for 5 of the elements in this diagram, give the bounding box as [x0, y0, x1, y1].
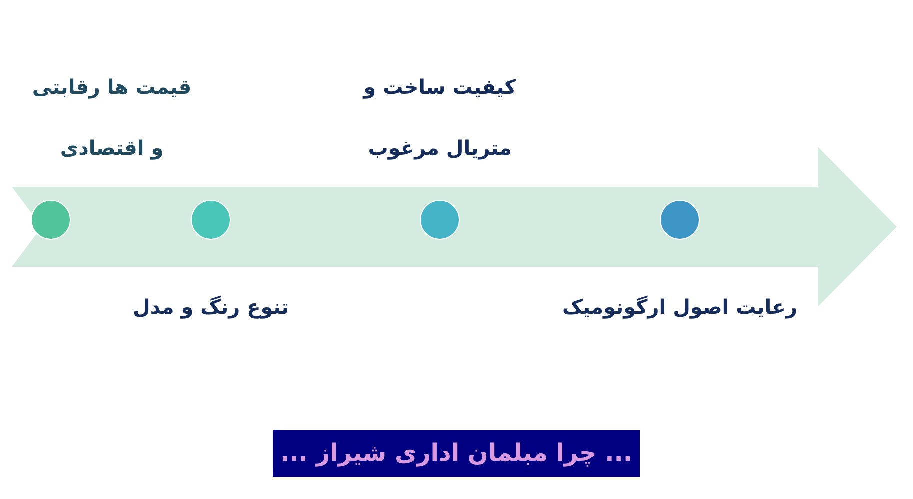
caption-banner: ... چرا مبلمان اداری شیراز ... — [272, 430, 640, 477]
milestone-label: رعایت اصول ارگونومیک — [562, 294, 798, 321]
milestone-label: کیفیت ساخت و متریال مرغوب — [362, 74, 518, 162]
milestone-label: قیمت ها رقابتی و اقتصادی — [31, 74, 193, 162]
milestone-label: تنوع رنگ و مدل — [132, 294, 290, 321]
